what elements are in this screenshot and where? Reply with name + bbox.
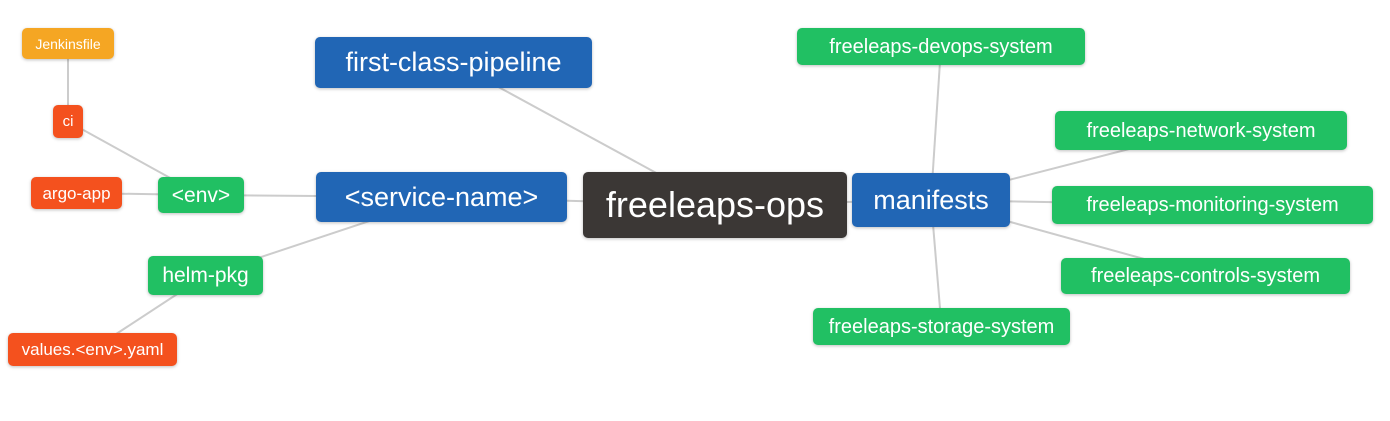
node-label-values-env-yaml: values.<env>.yaml [21, 340, 164, 359]
node-freeleaps-ops[interactable]: freeleaps-ops [583, 172, 847, 238]
node-jenkinsfile[interactable]: Jenkinsfile [22, 28, 114, 59]
node-label-argo-app: argo-app [42, 183, 111, 203]
node-label-service-name: <service-name> [344, 181, 539, 212]
node-manifests[interactable]: manifests [852, 173, 1010, 227]
node-label-helm-pkg: helm-pkg [162, 264, 249, 287]
node-argo-app[interactable]: argo-app [31, 177, 122, 209]
node-label-controls-system: freeleaps-controls-system [1091, 265, 1320, 287]
node-first-class-pipeline[interactable]: first-class-pipeline [315, 37, 592, 88]
node-label-devops-system: freeleaps-devops-system [829, 35, 1053, 58]
node-label-manifests: manifests [873, 184, 989, 215]
node-ci[interactable]: ci [53, 105, 83, 138]
node-helm-pkg[interactable]: helm-pkg [148, 256, 263, 295]
node-devops-system[interactable]: freeleaps-devops-system [797, 28, 1085, 65]
node-service-name[interactable]: <service-name> [316, 172, 567, 222]
node-values-env-yaml[interactable]: values.<env>.yaml [8, 333, 177, 366]
node-label-env: <env> [171, 183, 231, 207]
node-controls-system[interactable]: freeleaps-controls-system [1061, 258, 1350, 294]
node-storage-system[interactable]: freeleaps-storage-system [813, 308, 1070, 345]
node-network-system[interactable]: freeleaps-network-system [1055, 111, 1347, 150]
node-label-jenkinsfile: Jenkinsfile [35, 35, 101, 52]
node-label-freeleaps-ops: freeleaps-ops [605, 184, 825, 225]
node-label-first-class-pipeline: first-class-pipeline [345, 47, 562, 77]
node-label-network-system: freeleaps-network-system [1086, 119, 1316, 142]
node-env[interactable]: <env> [158, 177, 244, 213]
node-label-ci: ci [62, 113, 74, 130]
node-label-storage-system: freeleaps-storage-system [828, 315, 1055, 338]
node-monitoring-system[interactable]: freeleaps-monitoring-system [1052, 186, 1373, 224]
node-label-monitoring-system: freeleaps-monitoring-system [1086, 194, 1339, 216]
